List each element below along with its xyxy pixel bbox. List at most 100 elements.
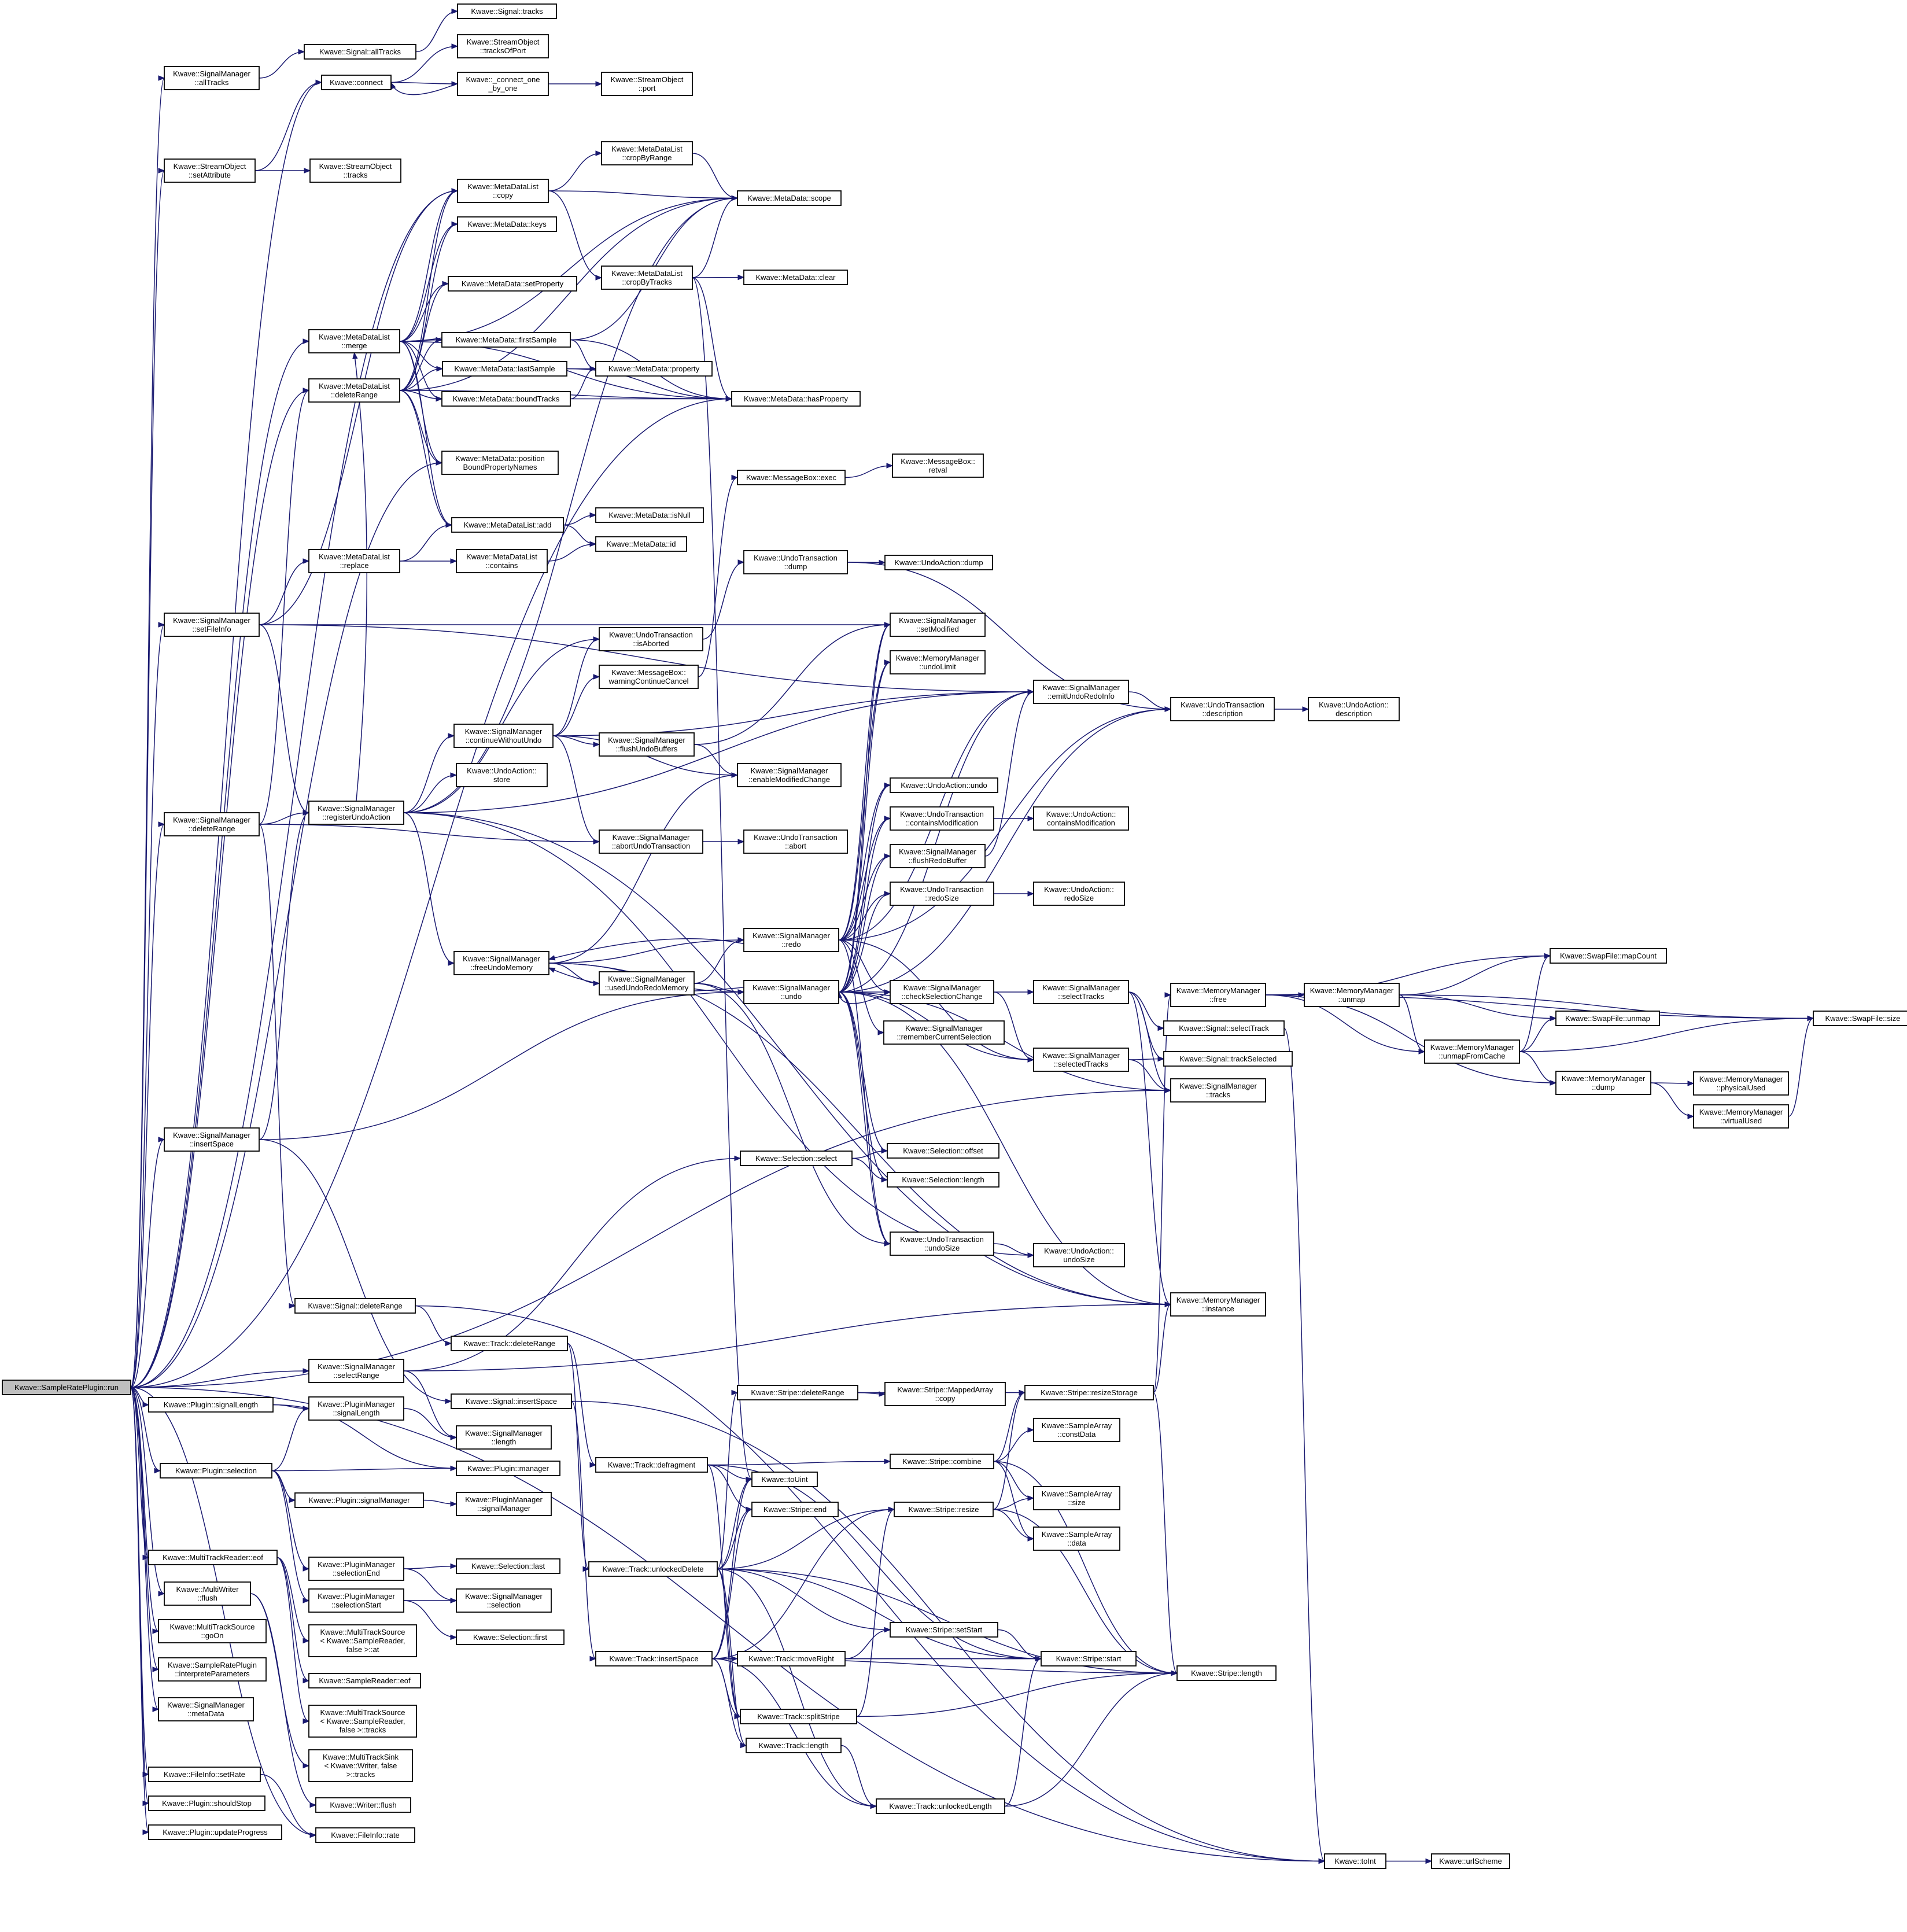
function-node[interactable]: Kwave::MetaData::scope (737, 190, 842, 206)
function-node[interactable]: Kwave::PluginManager::selectionEnd (308, 1557, 404, 1581)
function-node[interactable]: Kwave::Track::moveRight (737, 1651, 846, 1666)
function-node[interactable]: Kwave::Plugin::manager (456, 1461, 560, 1476)
function-node[interactable]: Kwave::MetaDataList::add (451, 517, 564, 533)
function-node[interactable]: Kwave::Track::length (746, 1738, 842, 1753)
function-node[interactable]: Kwave::Stripe::combine (890, 1454, 994, 1469)
function-node[interactable]: Kwave::Selection::last (456, 1558, 560, 1574)
function-node[interactable]: Kwave::SignalManager::flushUndoBuffers (599, 732, 695, 757)
function-node[interactable]: Kwave::Stripe::resizeStorage (1024, 1385, 1154, 1400)
function-node[interactable]: Kwave::FileInfo::setRate (148, 1767, 261, 1782)
function-node[interactable]: Kwave::MultiTrackSource< Kwave::SampleRe… (308, 1624, 417, 1657)
root-function-node[interactable]: Kwave::SampleRatePlugin::run (2, 1380, 131, 1395)
function-node[interactable]: Kwave::UndoTransaction::abort (743, 829, 848, 854)
function-node[interactable]: Kwave::MemoryManager::physicalUsed (1693, 1071, 1789, 1096)
function-node[interactable]: Kwave::Stripe::length (1176, 1665, 1277, 1681)
function-node[interactable]: Kwave::StreamObject::tracksOfPort (457, 34, 549, 58)
function-node[interactable]: Kwave::SignalManager::selectedTracks (1033, 1048, 1129, 1072)
function-node[interactable]: Kwave::SignalManager::selectTracks (1033, 980, 1129, 1004)
function-node[interactable]: Kwave::SignalManager::insertSpace (164, 1127, 260, 1152)
function-node[interactable]: Kwave::Selection::length (887, 1172, 999, 1188)
function-node[interactable]: Kwave::Signal::allTracks (304, 44, 416, 60)
function-node[interactable]: Kwave::Stripe::resize (894, 1502, 994, 1517)
function-node[interactable]: Kwave::SignalManager::emitUndoRedoInfo (1033, 680, 1129, 704)
function-node[interactable]: Kwave::SignalManager::deleteRange (164, 812, 260, 836)
function-node[interactable]: Kwave::MetaData::clear (743, 270, 848, 285)
function-node[interactable]: Kwave::StreamObject::tracks (309, 158, 401, 183)
function-node[interactable]: Kwave::SignalManager::checkSelectionChan… (890, 980, 994, 1004)
function-node[interactable]: Kwave::MetaDataList::cropByTracks (601, 266, 693, 290)
function-node[interactable]: Kwave::MemoryManager::unmapFromCache (1424, 1039, 1520, 1064)
function-node[interactable]: Kwave::UndoAction::store (456, 763, 548, 787)
function-node[interactable]: Kwave::MetaData::id (595, 536, 687, 552)
function-node[interactable]: Kwave::SignalManager::metaData (158, 1697, 254, 1721)
function-node[interactable]: Kwave::Track::splitStripe (740, 1709, 857, 1724)
function-node[interactable]: Kwave::MessageBox::warningContinueCancel (599, 665, 699, 689)
function-node[interactable]: Kwave::UndoAction::dump (884, 555, 993, 570)
function-node[interactable]: Kwave::toInt (1324, 1853, 1386, 1869)
function-node[interactable]: Kwave::Track::defragment (595, 1457, 708, 1473)
function-node[interactable]: Kwave::MetaDataList::contains (456, 549, 548, 573)
function-node[interactable]: Kwave::UndoTransaction::redoSize (890, 882, 994, 906)
function-node[interactable]: Kwave::urlScheme (1431, 1853, 1510, 1869)
function-node[interactable]: Kwave::MetaData::positionBoundPropertyNa… (441, 451, 559, 475)
function-node[interactable]: Kwave::SignalManager::abortUndoTransacti… (599, 829, 703, 854)
function-node[interactable]: Kwave::Writer::flush (315, 1797, 411, 1813)
function-node[interactable]: Kwave::MemoryManager::unmap (1304, 983, 1400, 1007)
function-node[interactable]: Kwave::SampleRatePlugin::interpreteParam… (158, 1657, 267, 1682)
function-node[interactable]: Kwave::SignalManager::tracks (1170, 1078, 1266, 1103)
function-node[interactable]: Kwave::_connect_one_by_one (457, 72, 549, 96)
function-node[interactable]: Kwave::MultiTrackSource< Kwave::SampleRe… (308, 1705, 417, 1738)
function-node[interactable]: Kwave::MemoryManager::dump (1555, 1071, 1651, 1095)
function-node[interactable]: Kwave::MemoryManager::free (1170, 983, 1266, 1007)
function-node[interactable]: Kwave::Stripe::deleteRange (737, 1385, 858, 1400)
function-node[interactable]: Kwave::MetaData::isNull (595, 507, 704, 523)
function-node[interactable]: Kwave::UndoTransaction::description (1170, 697, 1275, 721)
function-node[interactable]: Kwave::MetaDataList::merge (308, 329, 400, 353)
function-node[interactable]: Kwave::MessageBox::retval (892, 453, 984, 478)
function-node[interactable]: Kwave::SignalManager::flushRedoBuffer (890, 844, 986, 868)
function-node[interactable]: Kwave::SignalManager::freeUndoMemory (453, 951, 549, 975)
function-node[interactable]: Kwave::UndoAction::description (1308, 697, 1400, 721)
function-node[interactable]: Kwave::Signal::selectTrack (1163, 1020, 1285, 1036)
function-node[interactable]: Kwave::SignalManager::setFileInfo (164, 613, 260, 637)
function-node[interactable]: Kwave::SignalManager::undo (743, 980, 839, 1004)
function-node[interactable]: Kwave::Plugin::signalManager (294, 1492, 424, 1508)
function-node[interactable]: Kwave::Plugin::updateProgress (148, 1824, 282, 1840)
function-node[interactable]: Kwave::MetaDataList::replace (308, 549, 400, 573)
function-node[interactable]: Kwave::UndoTransaction::undoSize (890, 1232, 994, 1256)
function-node[interactable]: Kwave::StreamObject::port (601, 72, 693, 96)
function-node[interactable]: Kwave::MultiTrackSource::goOn (158, 1619, 267, 1643)
function-node[interactable]: Kwave::SignalManager::usedUndoRedoMemory (599, 971, 695, 996)
function-node[interactable]: Kwave::SwapFile::unmap (1555, 1011, 1660, 1026)
function-node[interactable]: Kwave::PluginManager::signalManager (456, 1492, 552, 1516)
function-node[interactable]: Kwave::Signal::deleteRange (294, 1298, 416, 1314)
function-node[interactable]: Kwave::MultiTrackSink< Kwave::Writer, fa… (308, 1749, 413, 1782)
function-node[interactable]: Kwave::Stripe::end (751, 1502, 839, 1517)
function-node[interactable]: Kwave::UndoTransaction::dump (743, 550, 848, 574)
function-node[interactable]: Kwave::Signal::tracks (457, 3, 557, 19)
function-node[interactable]: Kwave::Stripe::start (1041, 1651, 1137, 1666)
function-node[interactable]: Kwave::Signal::insertSpace (451, 1393, 572, 1409)
function-node[interactable]: Kwave::SignalManager::continueWithoutUnd… (453, 724, 554, 748)
function-node[interactable]: Kwave::MultiTrackReader::eof (148, 1550, 278, 1565)
function-node[interactable]: Kwave::SignalManager::registerUndoAction (308, 801, 404, 825)
function-node[interactable]: Kwave::MemoryManager::virtualUsed (1693, 1104, 1789, 1129)
function-node[interactable]: Kwave::MetaDataList::cropByRange (601, 141, 693, 165)
function-node[interactable]: Kwave::UndoAction::undo (890, 777, 998, 793)
function-node[interactable]: Kwave::MemoryManager::undoLimit (890, 650, 986, 674)
function-node[interactable]: Kwave::SignalManager::enableModifiedChan… (737, 763, 842, 787)
function-node[interactable]: Kwave::UndoTransaction::isAborted (599, 627, 703, 651)
function-node[interactable]: Kwave::connect (321, 75, 392, 90)
function-node[interactable]: Kwave::MessageBox::exec (737, 470, 846, 485)
function-node[interactable]: Kwave::Selection::first (456, 1629, 565, 1645)
function-node[interactable]: Kwave::SignalManager::length (456, 1425, 552, 1450)
function-node[interactable]: Kwave::Track::deleteRange (451, 1336, 568, 1351)
function-node[interactable]: Kwave::MetaData::lastSample (442, 361, 567, 377)
function-node[interactable]: Kwave::Track::insertSpace (595, 1651, 713, 1666)
function-node[interactable]: Kwave::Selection::offset (887, 1143, 999, 1159)
function-node[interactable]: Kwave::toUint (751, 1472, 818, 1487)
function-node[interactable]: Kwave::MemoryManager::instance (1170, 1292, 1266, 1317)
function-node[interactable]: Kwave::SignalManager::rememberCurrentSel… (883, 1020, 1005, 1045)
function-node[interactable]: Kwave::SampleArray::size (1033, 1486, 1120, 1510)
function-node[interactable]: Kwave::Stripe::setStart (890, 1622, 998, 1638)
